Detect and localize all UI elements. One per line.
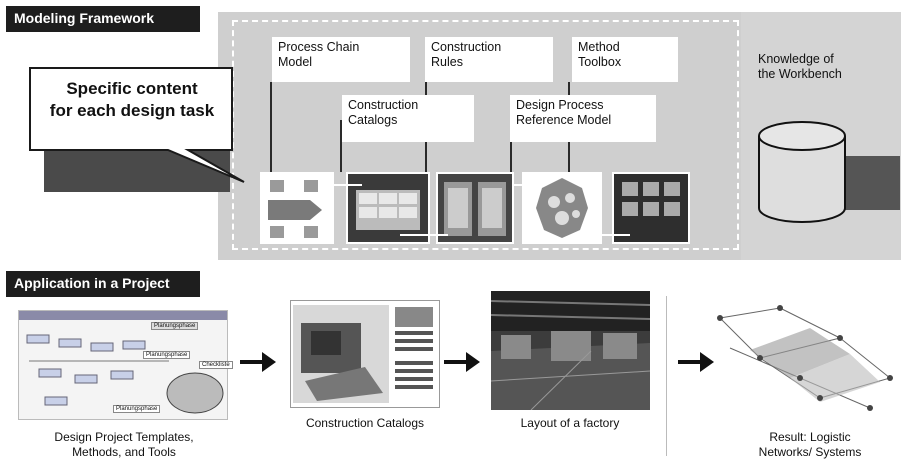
thumb-link-line [514,184,538,186]
screenshot-tag: Checkliste [199,361,233,369]
box-line1: Construction [431,40,502,54]
screenshot-tag: Planungsphase [143,351,191,359]
callout-bubble [29,67,245,183]
box-line1: Construction [348,98,419,112]
knowledge-line1: Knowledge of [758,52,834,66]
caption-line1: Result: Logistic [769,430,851,444]
caption-line1: Design Project Templates, [54,430,194,444]
box-line2: Catalogs [348,113,398,127]
step-caption-factory: Layout of a factory [480,416,660,431]
connector-line [340,120,342,172]
modeling-framework-header: Modeling Framework [6,6,200,32]
caption-line2: Networks/ Systems [758,445,862,459]
logistic-network-diagram [717,305,893,411]
construction-catalogs-box: Construction Catalogs [342,95,474,142]
machine-photo [293,305,433,403]
process-chain-model-box: Process Chain Model [272,37,410,82]
construction-catalogs-image [290,300,440,408]
arrow-right-icon [444,352,480,372]
connector-line [270,82,272,172]
arrow-right-icon [678,352,714,372]
knowledge-label: Knowledge of the Workbench [758,52,842,82]
thumb-link-line [334,184,362,186]
result-separator [666,296,667,456]
caption-line1: Layout of a factory [520,416,620,430]
design-process-reference-model-box: Design Process Reference Model [510,95,656,142]
box-line1: Process Chain [278,40,360,54]
screenshot-tag: Planungsphase [113,405,161,413]
box-line1: Method [578,40,620,54]
box-line2: Rules [431,55,463,69]
toolbox-icon [622,182,680,216]
process-diagram-icon [26,334,224,414]
factory-layout-photo [490,291,651,411]
callout-line2: for each design task [49,101,215,120]
step-caption-templates: Design Project Templates, Methods, and T… [14,430,234,460]
process-chain-thumbnail [260,172,334,244]
method-toolbox-box: Method Toolbox [572,37,678,82]
construction-rules-box: Construction Rules [425,37,553,82]
connector-line [510,140,512,172]
application-header: Application in a Project [6,271,200,297]
process-flow-icon [268,180,322,238]
database-icon [758,121,846,223]
box-line2: Toolbox [578,55,622,69]
box-line2: Model [278,55,313,69]
toolbox-thumbnail [612,172,690,244]
callout-text: Specific content for each design task [34,78,230,122]
thumb-link-line [400,234,448,236]
factory-hall-image [490,291,651,411]
arrow-right-icon [240,352,276,372]
rules-chart-icon [444,182,506,236]
box-line1: Design Process [516,98,604,112]
screenshot-titlebar [19,311,227,320]
rules-chart-thumbnail [436,172,514,244]
gear-icon [536,178,588,238]
step-caption-result: Result: Logistic Networks/ Systems [720,430,900,460]
callout-line1: Specific content [66,79,198,98]
project-template-screenshot: Planungsphase Planungsphase Checkliste P… [18,310,233,420]
screenshot-tag: Planungsphase [151,322,199,330]
box-line2: Reference Model [516,113,612,127]
caption-line2: Methods, and Tools [72,445,176,459]
thumb-link-line [602,234,630,236]
reference-model-thumbnail [522,172,602,244]
step-caption-catalogs: Construction Catalogs [270,416,460,431]
knowledge-line2: the Workbench [758,67,842,81]
caption-line1: Construction Catalogs [305,416,425,430]
catalog-grid-icon [356,190,420,230]
